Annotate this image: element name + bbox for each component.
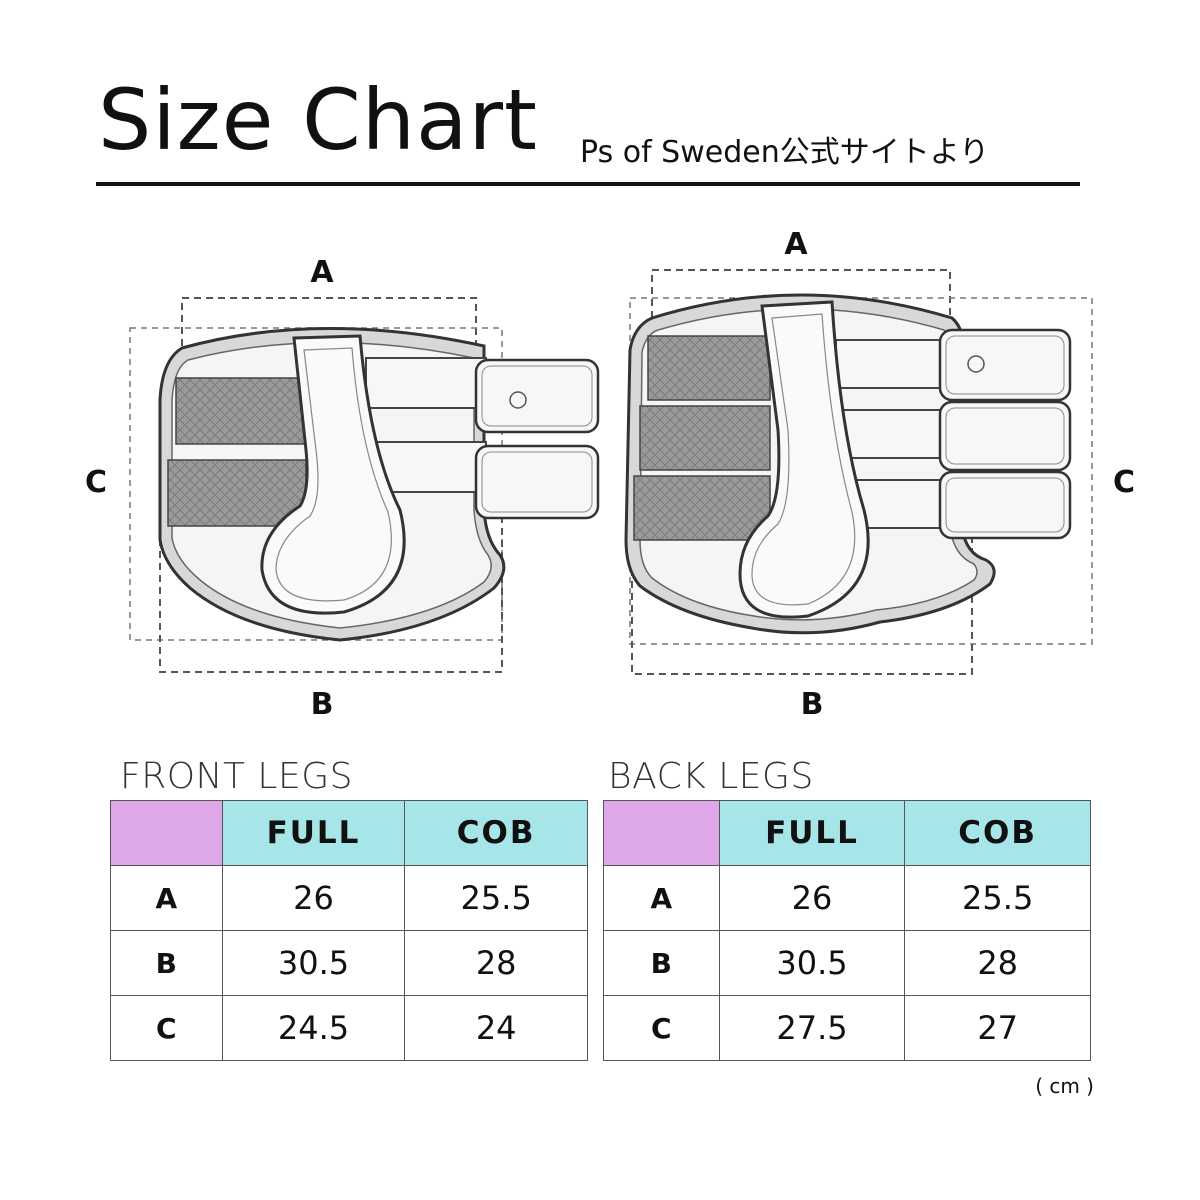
title-divider	[96, 182, 1080, 186]
cell-cob: 28	[404, 930, 588, 996]
row-label: C	[603, 995, 720, 1061]
table-row: B 30.5 28	[603, 930, 1091, 996]
unit-note: ( cm )	[1035, 1074, 1094, 1098]
table-row: B 30.5 28	[110, 930, 588, 996]
front-legs-title: FRONT LEGS	[120, 756, 353, 797]
cell-cob: 24	[404, 995, 588, 1061]
source-note: Ps of Sweden公式サイトより	[580, 135, 990, 170]
front-boot-drawing	[129, 297, 600, 673]
front-legs-table: FULL COB A 26 25.5 B 30.5 28 C 24.5 24	[110, 800, 588, 1061]
column-header-full: FULL	[718, 800, 906, 866]
row-label: A	[110, 865, 223, 931]
row-label: B	[110, 930, 223, 996]
cell-cob: 25.5	[904, 865, 1091, 931]
cell-full: 27.5	[718, 995, 906, 1061]
cell-full: 26	[718, 865, 906, 931]
back-boot-drawing	[624, 269, 1093, 675]
row-label: A	[603, 865, 720, 931]
row-label: B	[603, 930, 720, 996]
cell-cob: 28	[904, 930, 1091, 996]
column-header-cob: COB	[904, 800, 1091, 866]
front-label-c: C	[85, 465, 107, 500]
cell-full: 24.5	[221, 995, 406, 1061]
table-header-row: FULL COB	[110, 800, 588, 866]
column-header-full: FULL	[221, 800, 406, 866]
table-row: A 26 25.5	[603, 865, 1091, 931]
cell-full: 26	[221, 865, 406, 931]
cell-full: 30.5	[718, 930, 906, 996]
back-legs-title: BACK LEGS	[608, 756, 814, 797]
back-label-b: B	[801, 687, 824, 722]
table-header-row: FULL COB	[603, 800, 1091, 866]
table-corner-cell	[603, 800, 720, 866]
back-legs-table: FULL COB A 26 25.5 B 30.5 28 C 27.5 27	[603, 800, 1091, 1061]
cell-full: 30.5	[221, 930, 406, 996]
row-label: C	[110, 995, 223, 1061]
page-title: Size Chart	[98, 71, 538, 169]
table-row: C 27.5 27	[603, 995, 1091, 1061]
table-row: A 26 25.5	[110, 865, 588, 931]
table-row: C 24.5 24	[110, 995, 588, 1061]
back-label-a: A	[784, 227, 808, 262]
cell-cob: 27	[904, 995, 1091, 1061]
front-label-b: B	[311, 687, 334, 722]
back-label-c: C	[1113, 465, 1135, 500]
cell-cob: 25.5	[404, 865, 588, 931]
front-label-a: A	[310, 255, 334, 290]
column-header-cob: COB	[404, 800, 588, 866]
table-corner-cell	[110, 800, 223, 866]
boot-diagram: A B C A B C	[85, 227, 1135, 722]
